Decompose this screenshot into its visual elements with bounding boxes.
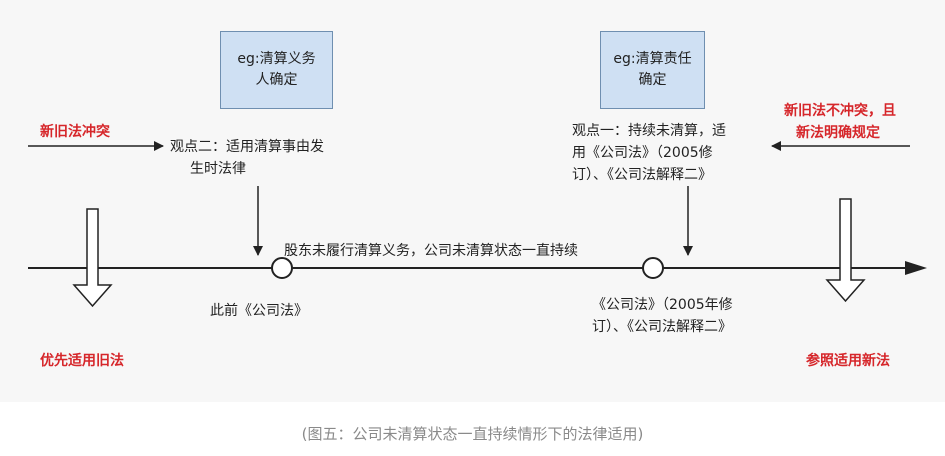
right-block-arrow xyxy=(825,198,866,303)
timeline-arrowhead xyxy=(905,261,927,275)
liquidation-liability-box: eg:清算责任 确定 xyxy=(600,31,705,109)
timeline-middle-text: 股东未履行清算义务，公司未清算状态一直持续 xyxy=(284,243,578,259)
diagram-lines xyxy=(28,141,927,308)
view-one-line-2: 用《公司法》（2005修 xyxy=(572,145,713,161)
view-two-line-1: 观点二：适用清算事由发 xyxy=(170,139,324,155)
view-one-line-1: 观点一：持续未清算，适 xyxy=(572,123,726,139)
box-right-line-1: eg:清算责任 xyxy=(613,51,692,67)
diagram-canvas: eg:清算义务 人确定 eg:清算责任 确定 新旧法冲突 观点二：适用清算事由发… xyxy=(28,31,927,369)
apply-old-law-label: 优先适用旧法 xyxy=(40,353,124,369)
liquidation-obligor-box: eg:清算义务 人确定 xyxy=(220,31,333,109)
view-two-line-2: 生时法律 xyxy=(190,161,246,177)
point-a-label: 此前《公司法》 xyxy=(210,303,308,319)
figure-caption: (图五：公司未清算状态一直持续情形下的法律适用) xyxy=(301,425,644,443)
point-b-line-1: 《公司法》（2005年修 xyxy=(592,297,733,313)
left-block-arrow xyxy=(72,208,113,308)
no-conflict-line-1: 新旧法不冲突，且 xyxy=(784,103,896,119)
point-b-line-2: 订）、《公司法解释二》 xyxy=(592,319,732,335)
no-conflict-line-2: 新法明确规定 xyxy=(796,125,880,141)
box-left-line-2: 人确定 xyxy=(255,72,298,88)
view-one-line-3: 订）、《公司法解释二》 xyxy=(572,167,712,183)
box-right-line-2: 确定 xyxy=(638,72,667,88)
timeline-point-a xyxy=(271,257,293,279)
conflict-label: 新旧法冲突 xyxy=(40,124,110,140)
timeline-point-b xyxy=(642,257,664,279)
apply-new-law-label: 参照适用新法 xyxy=(806,353,890,369)
box-left-line-1: eg:清算义务 xyxy=(237,51,316,67)
